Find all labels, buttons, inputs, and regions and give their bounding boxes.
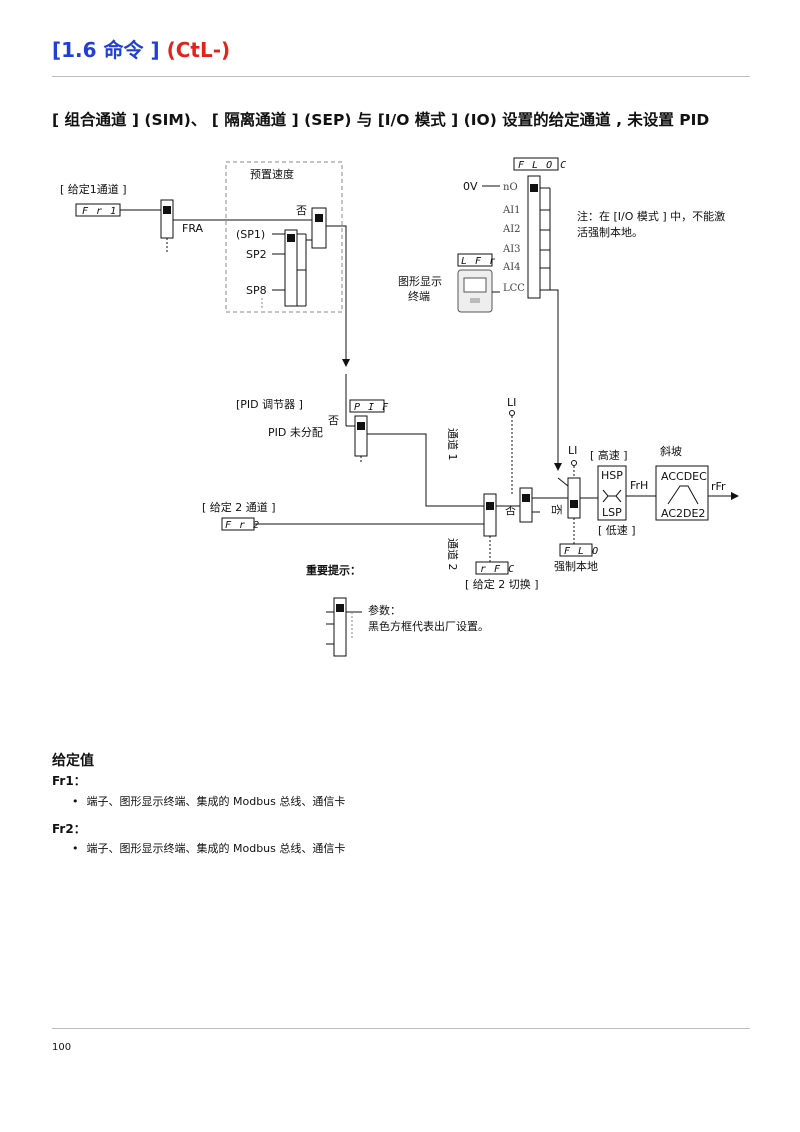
no-label-1: 否 bbox=[296, 204, 307, 217]
no-label-3: 否 bbox=[505, 504, 516, 517]
ramp-block bbox=[655, 465, 709, 521]
force-local-label: 强制本地 bbox=[554, 559, 598, 573]
reference-title: 给定值 bbox=[52, 753, 94, 769]
lfr-code: L F r bbox=[461, 256, 496, 267]
sp8-label: SP8 bbox=[246, 284, 267, 297]
floc-opt-ai3: AI3 bbox=[502, 244, 521, 255]
li-selector-1[interactable] bbox=[519, 487, 533, 523]
fr1-code: F r 1 bbox=[82, 206, 117, 217]
ref2-switch-label: [ 给定 2 切换 ] bbox=[465, 577, 539, 591]
lfr-param-box[interactable] bbox=[457, 253, 493, 267]
high-speed-label: [ 高速 ] bbox=[590, 448, 628, 462]
acc-dec-label: ACCDEC bbox=[661, 470, 707, 483]
sp2-label: SP2 bbox=[246, 248, 267, 261]
fr1-ref-label: Fr1： bbox=[52, 774, 86, 788]
force-local-selector[interactable] bbox=[567, 477, 581, 544]
header-section: [1.6 命令 ] bbox=[52, 38, 160, 62]
fr1-selector[interactable] bbox=[160, 199, 174, 252]
note-line-1: 注：在 [I/O 模式 ] 中，不能激 bbox=[577, 209, 725, 223]
flo-param-box[interactable] bbox=[559, 543, 593, 557]
floc-selector[interactable] bbox=[527, 175, 551, 299]
terminal-label-2: 终端 bbox=[408, 289, 430, 303]
page-header: [1.6 命令 ] (CtL-) bbox=[52, 34, 230, 63]
fr2-ref-bullet: 端子、图形显示终端、集成的 Modbus 总线、通信卡 bbox=[72, 840, 346, 856]
page-number: 100 bbox=[52, 1042, 72, 1053]
frh-label: FrH bbox=[630, 479, 648, 492]
lsp-label: LSP bbox=[602, 506, 622, 519]
ref2-label: [ 给定 2 通道 ] bbox=[202, 500, 276, 514]
channel2-label: 通道 2 bbox=[446, 538, 460, 571]
li-label-2: LI bbox=[568, 444, 577, 457]
rfc-selector[interactable] bbox=[483, 493, 497, 562]
note-line-2: 活强制本地。 bbox=[577, 225, 643, 239]
header-code: (CtL-) bbox=[166, 38, 231, 62]
no-label-2: 否 bbox=[328, 414, 339, 427]
ac2-de2-label: AC2DE2 bbox=[661, 507, 705, 520]
speed-limit-block bbox=[597, 465, 627, 521]
important-label: 重要提示： bbox=[306, 563, 361, 577]
fra-label: FRA bbox=[182, 222, 204, 235]
fr1-ref-bullet: 端子、图形显示终端、集成的 Modbus 总线、通信卡 bbox=[72, 793, 346, 809]
pid-unassigned-label: PID 未分配 bbox=[268, 426, 323, 439]
preset-speed-title: 预置速度 bbox=[250, 167, 294, 181]
reference-channel-diagram: 预置速度 [ 给定1通道 ] F r 1 FRA 否 (SP1) SP2 SP8… bbox=[60, 157, 739, 657]
fr2-ref-label: Fr2： bbox=[52, 822, 86, 836]
preset-speed-selector[interactable] bbox=[284, 229, 307, 307]
floc-code: F L O C bbox=[518, 160, 567, 171]
preset-to-pid-line bbox=[326, 225, 350, 367]
floc-opt-no: nO bbox=[503, 182, 518, 193]
legend-desc: 黑色方框代表出厂设置。 bbox=[368, 619, 489, 633]
ramp-label: 斜坡 bbox=[660, 445, 682, 458]
pid-label: [PID 调节器 ] bbox=[236, 398, 303, 411]
flo-code: F L O bbox=[564, 546, 599, 557]
section-title: [ 组合通道 ] (SIM)、 [ 隔离通道 ] (SEP) 与 [I/O 模式… bbox=[52, 111, 710, 129]
hsp-label: HSP bbox=[601, 469, 623, 482]
legend-param-label: 参数： bbox=[368, 603, 401, 617]
pif-param-box[interactable] bbox=[349, 399, 385, 413]
graphic-terminal-icon bbox=[457, 269, 493, 313]
sp1-label: (SP1) bbox=[236, 228, 265, 241]
floc-opt-ai1: AI1 bbox=[502, 205, 521, 216]
floc-opt-lcc: LCC bbox=[503, 283, 525, 294]
floc-opt-ai2: AI2 bbox=[502, 224, 521, 235]
li-label-1: LI bbox=[507, 396, 516, 409]
pid-selector[interactable] bbox=[354, 415, 368, 464]
header-rule bbox=[52, 76, 750, 77]
channel1-label: 通道 1 bbox=[446, 428, 460, 461]
rfc-param-box[interactable] bbox=[475, 561, 509, 575]
low-speed-label: [ 低速 ] bbox=[598, 524, 636, 537]
floc-param-box[interactable] bbox=[513, 157, 559, 171]
channel1-line bbox=[367, 433, 484, 507]
zero-v-label: 0V bbox=[463, 180, 478, 193]
terminal-label-1: 图形显示 bbox=[398, 275, 442, 288]
ref1-label: [ 给定1通道 ] bbox=[60, 182, 127, 196]
footer-rule bbox=[52, 1028, 750, 1029]
rfc-code: r F C bbox=[480, 564, 515, 575]
floc-to-force-line bbox=[550, 289, 562, 471]
preset-speed-box bbox=[225, 161, 343, 313]
preset-output-selector[interactable] bbox=[311, 207, 327, 249]
fr2-code: F r 2 bbox=[225, 520, 260, 531]
pif-code: P I F bbox=[354, 402, 389, 413]
legend-selector-icon bbox=[326, 597, 362, 657]
no-label-4: 否 bbox=[550, 504, 563, 515]
floc-opt-ai4: AI4 bbox=[502, 262, 521, 273]
rfr-label: rFr bbox=[711, 480, 726, 493]
